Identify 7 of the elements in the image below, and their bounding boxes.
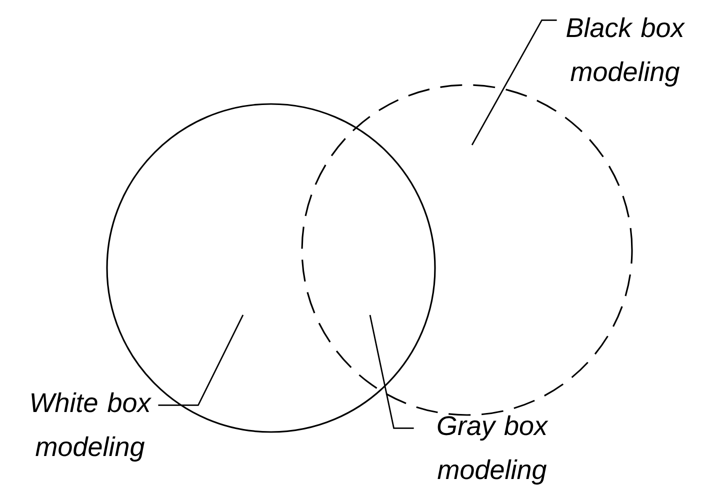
leader-line: [471, 20, 557, 146]
label-text: Black box modeling: [566, 17, 686, 87]
leader-line: [369, 314, 414, 429]
leader-line: [158, 314, 244, 406]
circle: [106, 103, 436, 433]
label-text: Gray box modeling: [438, 415, 548, 485]
label-text: White box modeling: [32, 392, 152, 462]
